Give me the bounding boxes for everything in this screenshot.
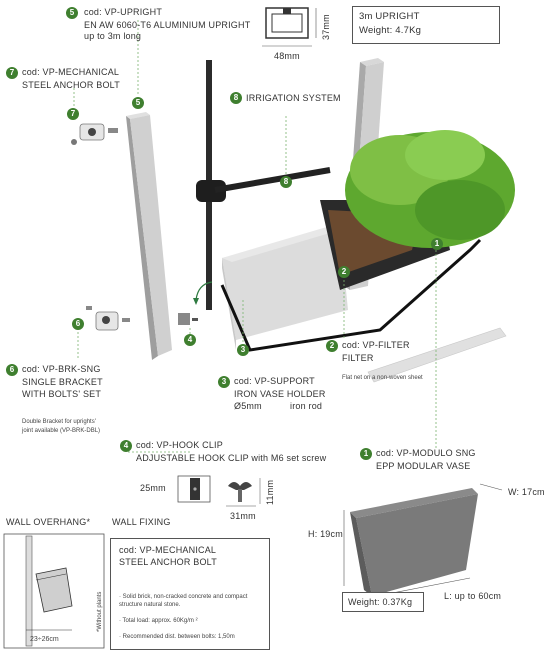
label-6-line2: WITH BOLTS' SET: [22, 389, 102, 399]
label-7-line1: STEEL ANCHOR BOLT: [22, 80, 120, 90]
profile-section-icon: [262, 7, 317, 47]
vase-width-label: W: 17cm: [508, 487, 545, 497]
code-5: cod: VP-UPRIGHT: [84, 7, 163, 17]
badge-7: 7: [6, 67, 18, 79]
upright-info-box: 3m UPRIGHT Weight: 4.7Kg: [352, 6, 500, 44]
badge-8: 8: [230, 92, 242, 104]
hook-width-label: 25mm: [140, 483, 166, 493]
wing-screw-icon: [226, 478, 261, 507]
hook-clip-icon: [178, 313, 198, 325]
label-1-line1: EPP MODULAR VASE: [376, 461, 471, 471]
marker-3: 3: [237, 344, 249, 356]
irrigation-pipe-icon: [196, 60, 331, 310]
modular-vase-icon: [343, 483, 503, 601]
bracket-icon: [86, 306, 130, 331]
code-3: cod: VP-SUPPORT: [234, 376, 315, 386]
badge-6: 6: [6, 364, 18, 376]
label-5-line2: up to 3m long: [84, 31, 142, 41]
badge-2: 2: [326, 340, 338, 352]
hook-height-label: 11mm: [265, 479, 275, 505]
wall-fixing-note1b: structure natural stone.: [119, 602, 181, 608]
wall-fixing-code: cod: VP-MECHANICAL: [119, 545, 217, 555]
marker-1: 1: [431, 238, 443, 250]
note-2: Flat net on a non-woven sheet: [342, 375, 423, 381]
code-1: cod: VP-MODULO SNG: [376, 448, 476, 458]
marker-7: 7: [67, 108, 79, 120]
wall-fixing-line1: STEEL ANCHOR BOLT: [119, 557, 217, 567]
left-upright-icon: [126, 112, 172, 360]
profile-height-label: 37mm: [321, 14, 331, 40]
code-4: cod: VP-HOOK CLIP: [136, 440, 223, 450]
iron-rod-icon: [220, 238, 482, 352]
label-5-line1: EN AW 6060-T6 ALUMINIUM UPRIGHT: [84, 20, 251, 30]
label-3-line1: IRON VASE HOLDER: [234, 389, 326, 399]
badge-1: 1: [360, 448, 372, 460]
vase-length-label: L: up to 60cm: [444, 591, 502, 601]
vase-weight: Weight: 0.37Kg: [348, 597, 413, 607]
badge-4: 4: [120, 440, 132, 452]
label-4-line1: ADJUSTABLE HOOK CLIP with M6 set screw: [136, 453, 327, 463]
note-6-line1: Double Bracket for uprights': [22, 419, 96, 425]
code-2: cod: VP-FILTER: [342, 340, 410, 350]
badge-3: 3: [218, 376, 230, 388]
wall-fixing-title: WALL FIXING: [112, 517, 171, 527]
code-6: cod: VP-BRK-SNG: [22, 364, 101, 374]
wall-overhang-note: *Without plants: [97, 591, 103, 632]
vase-weight-box: Weight: 0.37Kg: [342, 592, 424, 612]
code-7: cod: VP-MECHANICAL: [22, 67, 120, 77]
label-3-material: iron rod: [290, 401, 323, 411]
profile-width-label: 48mm: [274, 51, 300, 61]
wall-fixing-note1a: · Solid brick, non-cracked concrete and …: [119, 594, 248, 600]
note-6-line2: joint available (VP-BRK-DBL): [22, 428, 101, 434]
wall-overhang-title: WALL OVERHANG*: [6, 517, 91, 527]
upright-weight: Weight: 4.7Kg: [359, 25, 422, 36]
arrow-icon: [195, 281, 213, 301]
marker-4: 4: [184, 334, 196, 346]
hook-clip-front-icon: [177, 475, 211, 503]
wall-overhang-sketch-icon: [3, 533, 105, 649]
filter-sheet-icon: [367, 327, 507, 383]
wall-fixing-note2: · Total load: approx. 60Kg/m ²: [119, 618, 198, 624]
vase-height-label: H: 19cm: [308, 529, 343, 539]
anchor-bolt-icon: [71, 123, 118, 145]
wall-overhang-dim: 23÷26cm: [30, 636, 59, 643]
plant-icon: [345, 130, 515, 248]
label-6-line1: SINGLE BRACKET: [22, 377, 103, 387]
label-8-line1: IRRIGATION SYSTEM: [246, 93, 341, 103]
marker-5: 5: [132, 97, 144, 109]
wall-fixing-box: cod: VP-MECHANICAL STEEL ANCHOR BOLT · S…: [110, 538, 270, 650]
upright-title: 3m UPRIGHT: [359, 11, 420, 22]
marker-8: 8: [280, 176, 292, 188]
label-2-line1: FILTER: [342, 353, 374, 363]
marker-2: 2: [338, 266, 350, 278]
marker-6: 6: [72, 318, 84, 330]
wall-fixing-note3: · Recommended dist. between bolts: 1,50m: [119, 634, 235, 640]
badge-5: 5: [66, 7, 78, 19]
label-3-diameter: Ø5mm: [234, 401, 262, 411]
hook-screw-width-label: 31mm: [230, 511, 256, 521]
